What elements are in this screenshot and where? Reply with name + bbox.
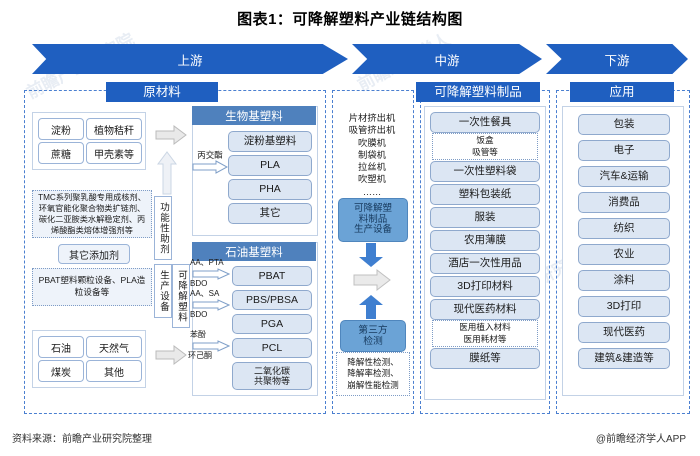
section-header-raw: 原材料 [106,82,218,102]
petro-input-1-top: AA、SA [190,289,220,298]
arrow-down-blue [356,242,386,268]
petro-input-2-top: 苯酚 [190,330,206,339]
testing-items: 降解性检测、 降解率检测、 崩解性能检测 [336,352,410,396]
arrow-up-blue [356,294,386,320]
arrow-right-grey-bottom [154,344,188,366]
frame-equipment [332,90,414,414]
fossil-source-3: 其他 [86,360,142,382]
band-upstream-label: 上游 [177,53,203,68]
petro-plastic-3: PCL [232,338,312,358]
product-0-sub: 饭盒 吸管等 [432,133,538,160]
application-5: 农业 [578,244,670,265]
source-note: 资料来源：前瞻产业研究院整理 [12,434,152,445]
arrow-petro-1 [192,299,230,311]
bio-plastic-1: PLA [228,155,312,176]
raw-source-1: 植物秸秆 [86,118,142,140]
machines-list: 片材挤出机 吸管挤出机 吹膜机 制袋机 拉丝机 吹塑机 …… [348,113,396,197]
testing-box: 第三方 检测 [340,320,406,352]
product-8: 膜纸等 [430,348,540,369]
additives-text: TMC系列聚乳酸专用成核剂、环氧官能化聚合物类扩链剂、碳化二亚胺类水解稳定剂、丙… [32,190,152,238]
section-header-products: 可降解塑料制品 [416,82,540,102]
label-functional-aid: 功能性助剂 [154,196,172,260]
petro-plastics-header: 石油基塑料 [192,242,316,261]
arrow-right-grey-top [154,124,188,146]
band-midstream: 中游 [352,44,542,74]
arrow-right-grey-mid [352,268,392,292]
petro-plastic-2: PGA [232,314,312,334]
app-credit: @前瞻经济学人APP [595,434,686,445]
arrow-petro-2 [192,340,230,352]
product-2: 塑料包装纸 [430,184,540,205]
bio-plastic-0: 淀粉基塑料 [228,131,312,152]
other-additives-box: 其它添加剂 [58,244,130,264]
band-downstream: 下游 [546,44,688,74]
application-7: 3D打印 [578,296,670,317]
application-3: 消费品 [578,192,670,213]
petro-plastic-0: PBAT [232,266,312,286]
product-7: 现代医药材料 [430,299,540,320]
raw-source-0: 淀粉 [38,118,84,140]
raw-source-3: 甲壳素等 [86,142,142,164]
band-downstream-label: 下游 [604,53,630,68]
fossil-source-0: 石油 [38,336,84,358]
product-7-sub: 医用植入材料 医用耗材等 [432,320,538,347]
band-upstream: 上游 [32,44,348,74]
bio-plastic-2: PHA [228,179,312,200]
product-5: 酒店一次性用品 [430,253,540,274]
application-0: 包装 [578,114,670,135]
petro-input-2-bottom: 环己酮 [188,351,212,360]
bio-input-label: 丙交酯 [197,150,223,160]
equipment-box: 可降解塑 料制品 生产设备 [338,198,408,242]
petro-input-0-bottom: BDO [190,279,208,288]
fossil-source-1: 天然气 [86,336,142,358]
application-2: 汽车&运输 [578,166,670,187]
petro-input-0-top: AA、PTA [190,258,224,267]
petro-plastic-1: PBS/PBSA [232,290,312,310]
band-midstream-label: 中游 [434,53,460,68]
application-1: 电子 [578,140,670,161]
application-8: 现代医药 [578,322,670,343]
raw-source-2: 蔗糖 [38,142,84,164]
application-6: 涂料 [578,270,670,291]
page-title: 图表1：可降解塑料产业链结构图 [237,11,463,28]
product-6: 3D打印材料 [430,276,540,297]
petro-plastic-4: 二氧化碳 共聚物等 [232,362,312,390]
product-0: 一次性餐具 [430,112,540,133]
arrow-up-grey [156,150,178,196]
bio-plastics-header: 生物基塑料 [192,106,316,125]
arrow-petro-0 [192,268,230,280]
petro-input-1-bottom: BDO [190,310,208,319]
fossil-source-2: 煤炭 [38,360,84,382]
label-degradable-plastic: 可降解塑料 [172,264,190,328]
product-3: 服装 [430,207,540,228]
production-equipment-text: PBAT塑料颗粒设备、PLA造粒设备等 [32,268,152,306]
product-1: 一次性塑料袋 [430,161,540,182]
arrow-bio-input [192,160,228,174]
bio-plastic-3: 其它 [228,203,312,224]
application-4: 纺织 [578,218,670,239]
label-production-equipment: 生产设备 [154,264,172,318]
product-4: 农用薄膜 [430,230,540,251]
application-9: 建筑&建造等 [578,348,670,369]
section-header-application: 应用 [570,82,674,102]
